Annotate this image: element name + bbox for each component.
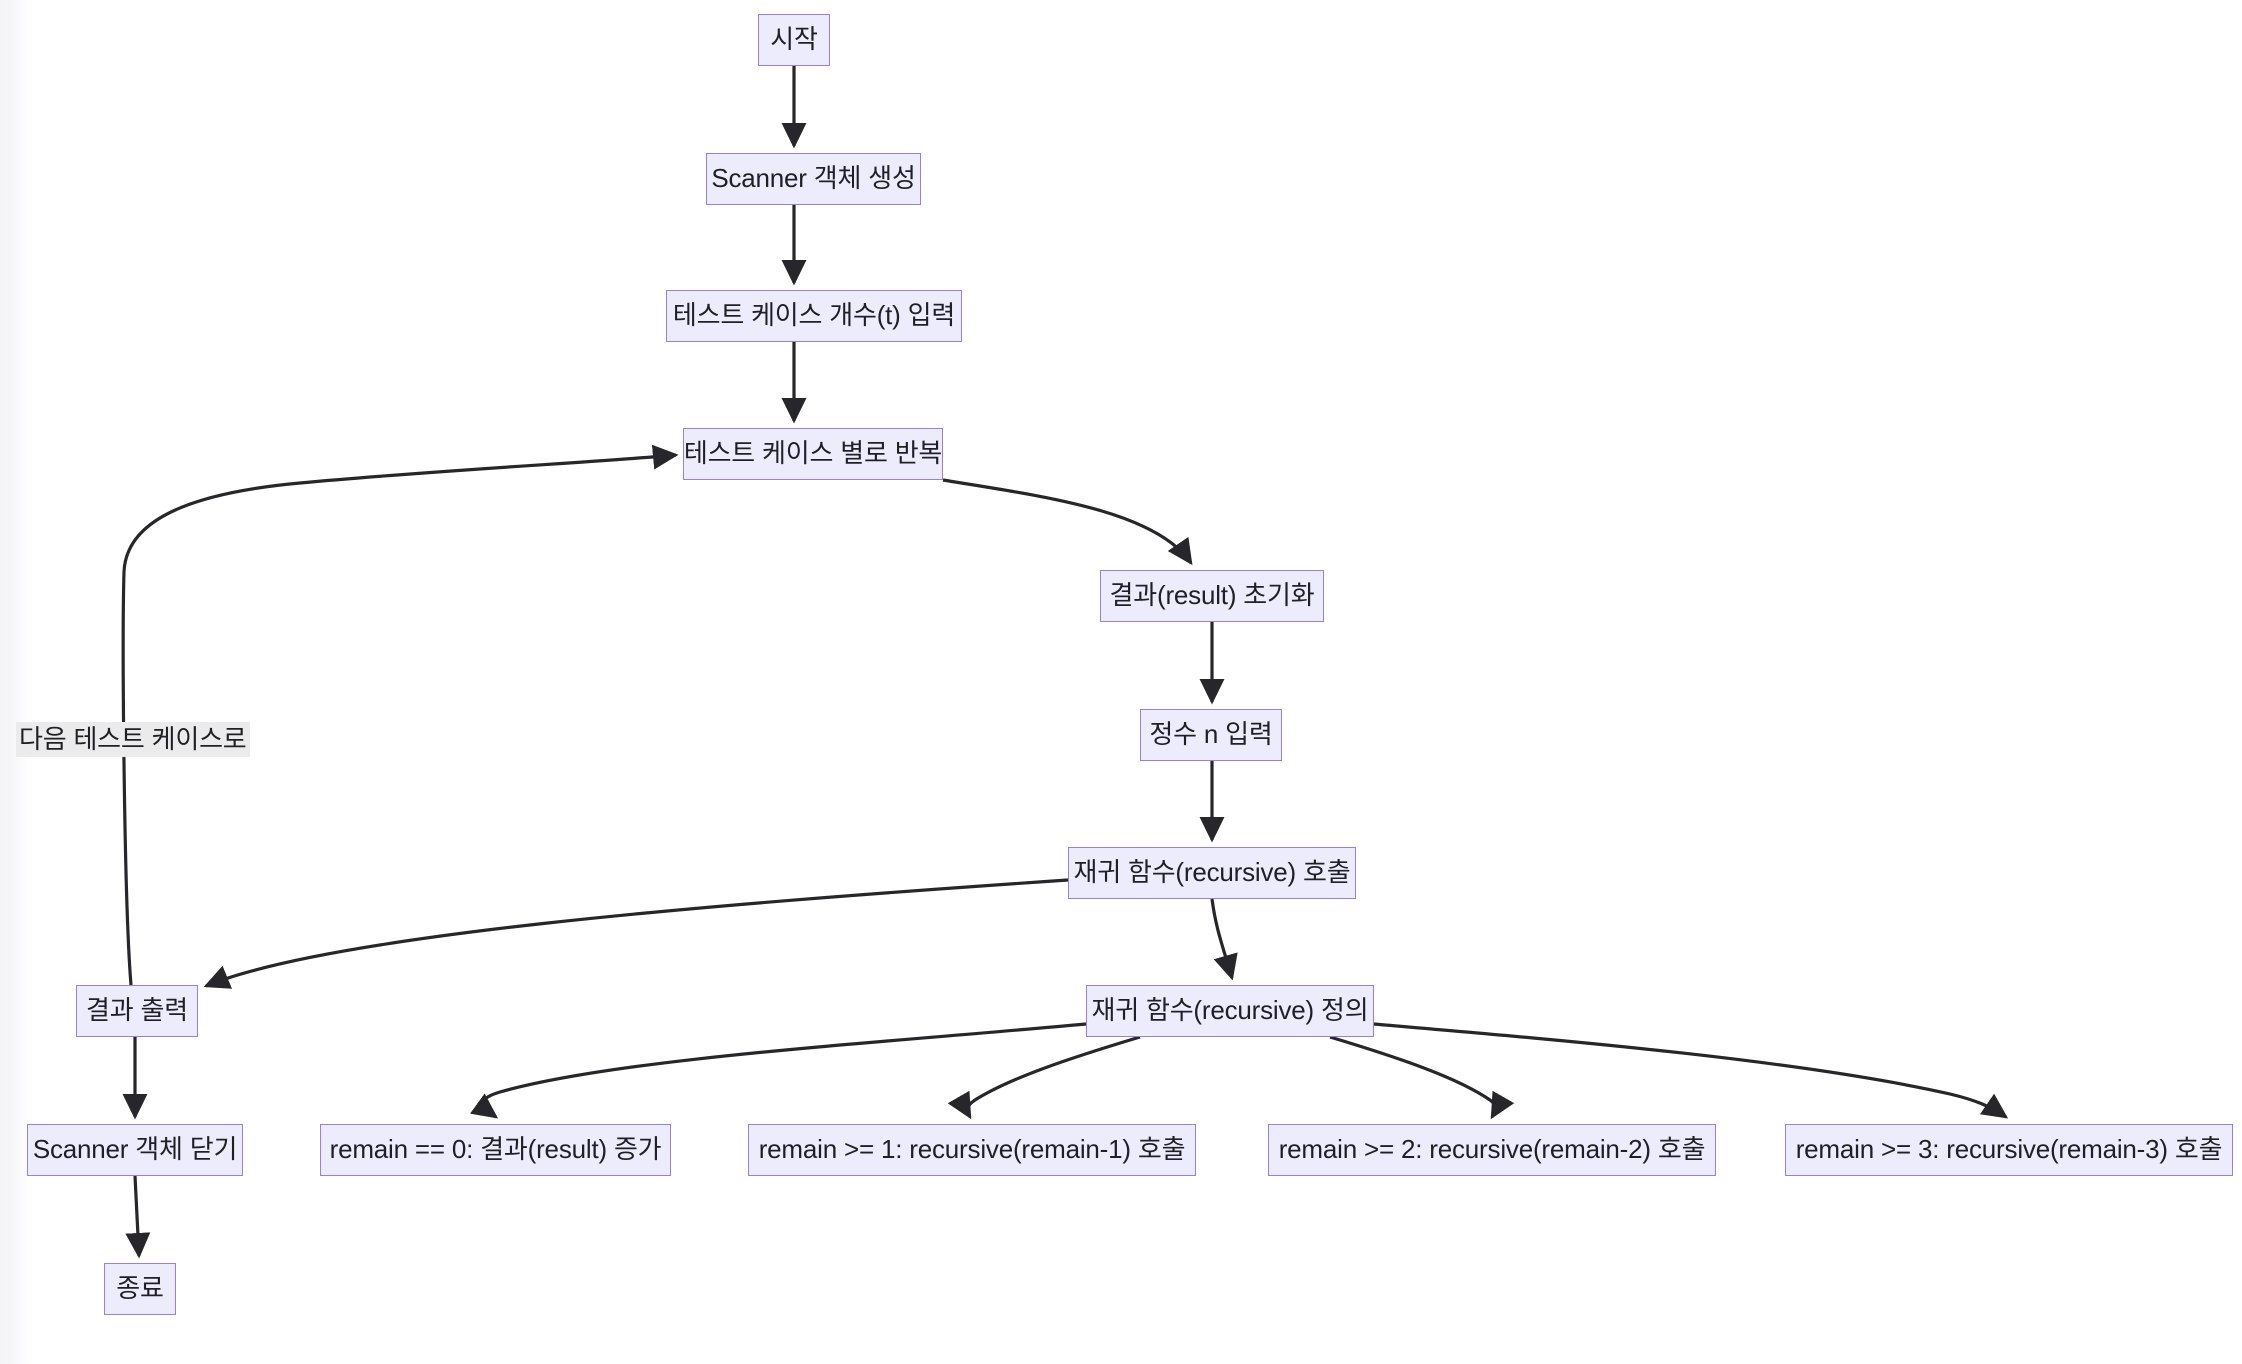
edge-call-to-define [1210, 898, 1238, 981]
edge-define-to-case3 [1373, 1022, 2009, 1119]
node-scanner-close-label: Scanner 객체 닫기 [32, 1134, 238, 1165]
node-input-test-count-label: 테스트 케이스 개수(t) 입력 [672, 300, 956, 331]
node-case-remain-eq-0[interactable]: remain == 0: 결과(result) 증가 [320, 1124, 671, 1176]
node-case-remain-ge-3-label: remain >= 3: recursive(remain-3) 호출 [1795, 1134, 2223, 1165]
node-case-remain-ge-1-label: remain >= 1: recursive(remain-1) 호출 [758, 1134, 1186, 1165]
node-scanner-close[interactable]: Scanner 객체 닫기 [27, 1124, 243, 1176]
node-case-remain-ge-2[interactable]: remain >= 2: recursive(remain-2) 호출 [1268, 1124, 1716, 1176]
edge-label-next-test-case: 다음 테스트 케이스로 [16, 722, 250, 757]
node-print-result[interactable]: 결과 출력 [76, 985, 198, 1037]
node-print-result-label: 결과 출력 [86, 995, 188, 1026]
node-case-remain-ge-1[interactable]: remain >= 1: recursive(remain-1) 호출 [748, 1124, 1196, 1176]
node-end[interactable]: 종료 [104, 1263, 176, 1315]
node-recursive-define[interactable]: 재귀 함수(recursive) 정의 [1086, 985, 1374, 1037]
edge-define-to-case1 [947, 1035, 1141, 1120]
edge-loop-to-init [942, 478, 1193, 566]
node-case-remain-eq-0-label: remain == 0: 결과(result) 증가 [329, 1134, 662, 1165]
node-input-n[interactable]: 정수 n 입력 [1140, 709, 1282, 761]
node-loop-per-test-case-label: 테스트 케이스 별로 반복 [683, 438, 943, 469]
node-start[interactable]: 시작 [758, 14, 830, 66]
node-recursive-call-label: 재귀 함수(recursive) 호출 [1073, 857, 1351, 888]
edge-print-to-loop [121, 444, 679, 986]
node-case-remain-ge-3[interactable]: remain >= 3: recursive(remain-3) 호출 [1785, 1124, 2233, 1176]
node-init-result-label: 결과(result) 초기화 [1109, 580, 1315, 611]
node-end-label: 종료 [116, 1273, 164, 1304]
node-recursive-call[interactable]: 재귀 함수(recursive) 호출 [1068, 847, 1356, 899]
node-start-label: 시작 [770, 24, 818, 55]
node-recursive-define-label: 재귀 함수(recursive) 정의 [1091, 995, 1369, 1026]
edge-define-to-case2 [1329, 1035, 1515, 1120]
node-scanner-create-label: Scanner 객체 생성 [711, 163, 916, 194]
edge-close-to-end [125, 1175, 151, 1259]
node-scanner-create[interactable]: Scanner 객체 생성 [706, 153, 921, 205]
edge-define-to-case0 [470, 1022, 1087, 1119]
node-input-test-count[interactable]: 테스트 케이스 개수(t) 입력 [666, 290, 962, 342]
node-init-result[interactable]: 결과(result) 초기화 [1100, 570, 1324, 622]
node-case-remain-ge-2-label: remain >= 2: recursive(remain-2) 호출 [1278, 1134, 1706, 1165]
node-input-n-label: 정수 n 입력 [1149, 719, 1273, 750]
edge-call-to-print [203, 878, 1069, 989]
node-loop-per-test-case[interactable]: 테스트 케이스 별로 반복 [683, 428, 943, 480]
